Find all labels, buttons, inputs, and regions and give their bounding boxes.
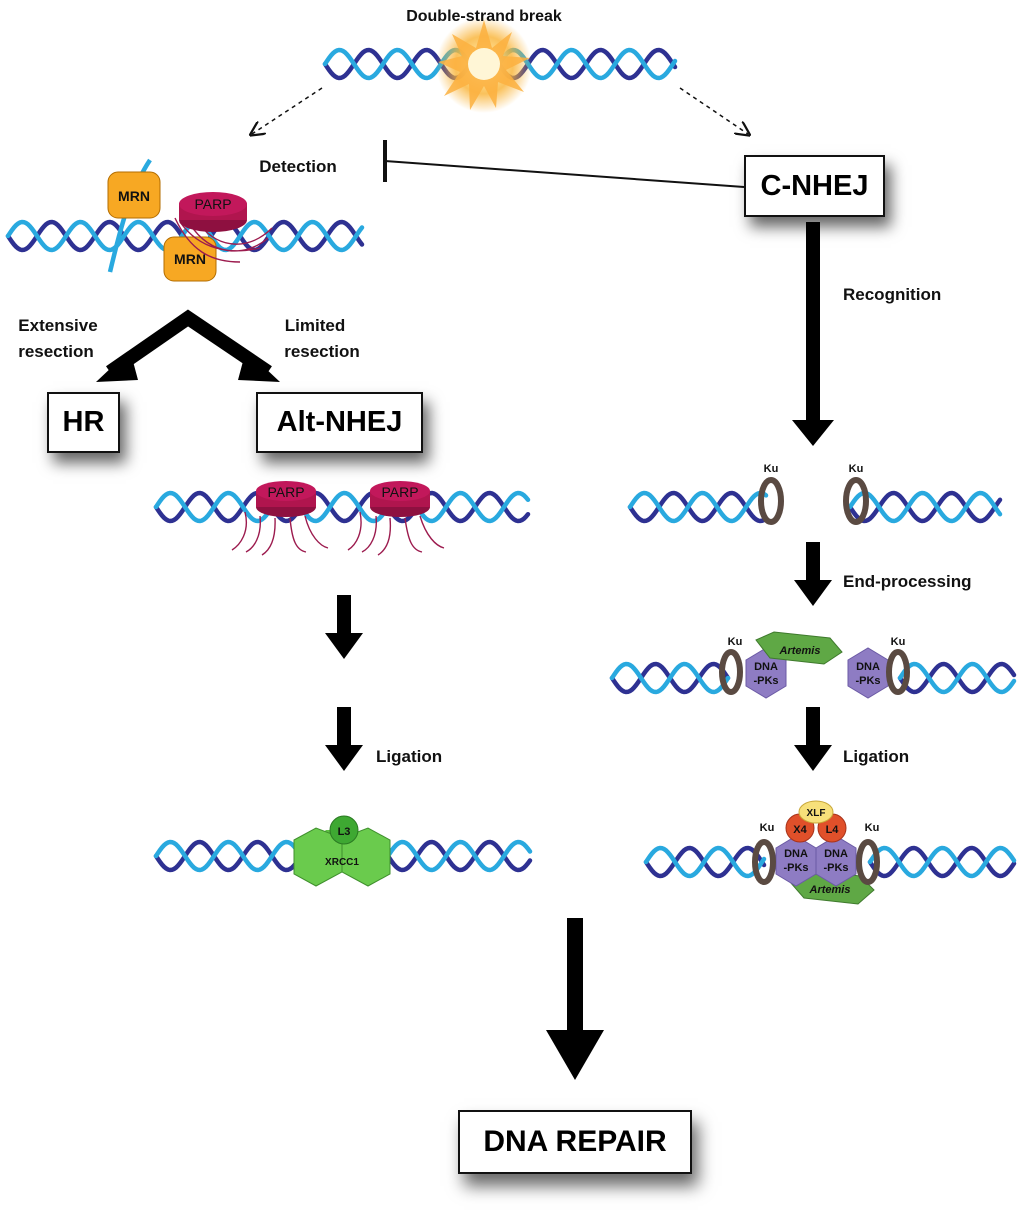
dna-strand	[609, 661, 731, 695]
artemis-label: Artemis	[809, 884, 851, 896]
extensive-label-2: resection	[18, 342, 94, 361]
ligation-label-left: Ligation	[376, 747, 442, 766]
dna-strand	[153, 839, 303, 873]
arrowhead-hr	[96, 350, 138, 382]
dna-strand	[627, 490, 769, 524]
xrcc1-complex: XRCC1 L3	[293, 815, 391, 887]
ku-label: Ku	[891, 636, 906, 648]
dna-strand	[153, 839, 303, 873]
detection-label: Detection	[259, 157, 336, 176]
c-nhej-box: C-NHEJ	[744, 155, 885, 217]
mrn-label: MRN	[118, 188, 150, 204]
inhibition-line	[384, 160, 745, 188]
mrn-complex-top: MRN	[107, 171, 161, 219]
parp-alt-left: PARP	[231, 481, 329, 556]
parp-alt-right: PARP	[347, 481, 445, 556]
dna-strand	[385, 839, 533, 873]
dna-pks-label-1: DNA	[784, 848, 808, 860]
dashed-arrow-left	[252, 87, 323, 134]
arrow-alt-step1	[325, 595, 363, 659]
dna-strand	[867, 845, 1017, 879]
dna-pks-label-2: -PKs	[855, 675, 880, 687]
c-nhej-label: C-NHEJ	[760, 169, 869, 202]
dna-strand	[153, 490, 531, 524]
break-burst	[436, 17, 532, 113]
extensive-label-1: Extensive	[18, 316, 97, 335]
dna-strand	[897, 661, 1017, 695]
ku-label: Ku	[865, 822, 880, 834]
mrn-label: MRN	[174, 251, 206, 267]
xlf-label: XLF	[807, 808, 826, 819]
l4-label: L4	[826, 824, 840, 836]
split-arrow-shaft	[106, 309, 272, 378]
dna-strand	[153, 490, 531, 524]
hr-box: HR	[47, 392, 120, 453]
alt-nhej-label: Alt-NHEJ	[276, 406, 403, 438]
dna-pks-label-1: DNA	[754, 661, 778, 673]
dashed-arrow-right	[679, 87, 748, 134]
ku-label: Ku	[728, 636, 743, 648]
xrcc1-label: XRCC1	[325, 857, 359, 868]
dna-strand	[385, 839, 533, 873]
dna-strand	[627, 490, 769, 524]
end-processing-complex: DNA -PKs DNA -PKs Artemis Ku Ku	[719, 631, 910, 699]
ku-label: Ku	[764, 463, 779, 475]
dna-pks-label-1: DNA	[856, 661, 880, 673]
recognition-arrowhead	[792, 420, 834, 446]
arrow-ligation-right	[794, 707, 832, 771]
artemis-label: Artemis	[779, 645, 821, 657]
dna-repair-box: DNA REPAIR	[458, 1110, 692, 1174]
parp-label: PARP	[194, 196, 231, 212]
dna-strand	[847, 490, 1003, 524]
parp-detection: PARP	[174, 192, 273, 263]
l3-label: L3	[338, 826, 351, 838]
limited-label-2: resection	[284, 342, 360, 361]
end-processing-label: End-processing	[843, 572, 971, 591]
ligation-complex: Artemis DNA -PKs DNA -PKs X4 L4 XLF Ku K…	[752, 800, 880, 905]
ku-label: Ku	[760, 822, 775, 834]
ku-label: Ku	[849, 463, 864, 475]
parp-label: PARP	[381, 484, 418, 500]
parp-label: PARP	[267, 484, 304, 500]
alt-nhej-box: Alt-NHEJ	[256, 392, 423, 453]
hr-label: HR	[62, 406, 105, 438]
dna-strand	[847, 490, 1003, 524]
recognition-arrow-shaft	[806, 222, 820, 422]
final-arrowhead	[546, 1030, 604, 1080]
dna-strand	[643, 845, 767, 879]
arrow-alt-ligation	[325, 707, 363, 771]
dna-strand	[5, 219, 365, 253]
recognition-label: Recognition	[843, 285, 941, 304]
double-strand-break-label: Double-strand break	[406, 8, 562, 25]
limited-label-1: Limited	[285, 316, 345, 335]
dna-repair-label: DNA REPAIR	[483, 1125, 667, 1158]
dna-pks-label-2: -PKs	[783, 862, 808, 874]
ku-rings-recognition: Ku Ku	[758, 463, 869, 525]
x4-label: X4	[793, 824, 807, 836]
arrow-end-processing	[794, 542, 832, 606]
dna-helices	[5, 47, 1017, 879]
dna-pks-label-2: -PKs	[823, 862, 848, 874]
dna-strand	[867, 845, 1017, 879]
dna-pks-label-2: -PKs	[753, 675, 778, 687]
mrn-complex-bottom: MRN	[163, 236, 217, 282]
ligation-label-right: Ligation	[843, 747, 909, 766]
dna-pks-label-1: DNA	[824, 848, 848, 860]
arrowhead-alt-nhej	[238, 350, 280, 382]
final-arrow-shaft	[567, 918, 583, 1034]
